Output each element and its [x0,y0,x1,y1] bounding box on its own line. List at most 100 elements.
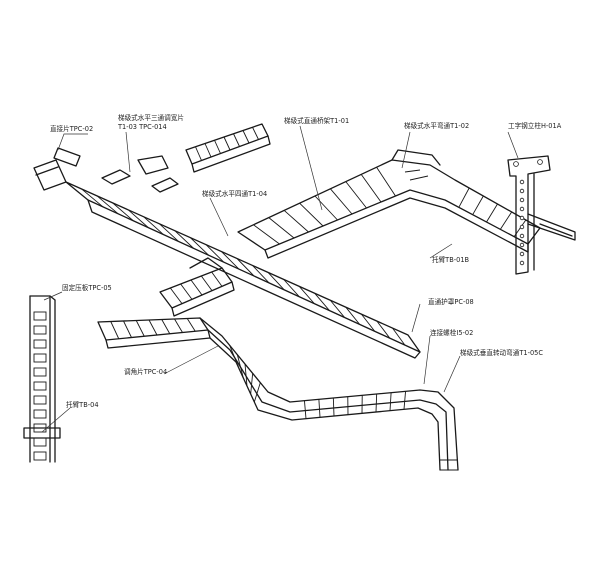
ladder-rung [236,354,244,379]
ladder-rung [250,373,254,395]
label-angle-piece: 调角片TPC-04 [124,367,167,376]
ladder-rung [375,393,378,413]
label-cross: 梯级式水平四通T1-04 [202,189,267,198]
ladder-rung [314,195,338,221]
i-beam-column [507,155,576,275]
label-tee-adjust-2: T1-03 TPC-014 [117,123,167,131]
ladder-rung [135,320,145,337]
labels: 直接片TPC-02 梯级式水平三通调宽片 T1-03 TPC-014 梯级式直通… [50,113,562,409]
ladder-rung [33,409,47,419]
leader-lines [41,125,519,433]
ladder-rung [33,311,47,321]
label-straight-splice: 直接片TPC-02 [50,124,93,133]
ladder-rung [33,381,47,391]
column-hole [519,206,525,212]
column-hole [537,159,543,165]
ladder-rung [499,211,513,230]
column-hole [519,188,525,194]
ladder-rung [332,397,335,417]
ladder-rung [204,143,212,158]
column-hole [519,242,525,248]
ladder-rung [268,217,295,239]
ladder-rung [33,367,47,377]
label-fixed-clamp: 固定压板TPC-05 [62,283,112,292]
ladder-rung [110,321,120,339]
ladder-rung [330,188,353,215]
ladder-rung [33,325,47,335]
column-hole [519,197,525,203]
ladder-rung [211,271,223,287]
left-vertical-ladder [23,295,61,463]
ladder-rung [458,187,470,208]
top-ladder-piece [185,123,271,173]
ladder-rung [472,195,484,215]
ladder-rung [190,279,203,296]
column-hole [519,215,525,221]
ladder-rung [223,136,231,151]
ladder-rung [314,292,330,311]
label-i-column: 工字钢立柱H-01A [508,121,562,130]
column-hole [519,179,525,185]
main-ladder-tray [65,181,421,359]
ladder-rung [221,251,240,270]
label-bracket-4: 托臂TB-04 [66,400,99,409]
column-hole [519,233,525,239]
ladder-rung [233,133,240,147]
ladder-rung [148,319,158,336]
ladder-rung [345,306,360,325]
ladder-rung [158,223,179,242]
ladder-rung [360,174,382,203]
ladder-rung [329,299,345,318]
ladder-rung [180,283,193,300]
label-tee-adjust-1: 梯级式水平三通调宽片 [118,113,184,122]
ladder-rung [267,272,285,291]
ladder-rung [236,258,255,277]
ladder-rung [112,202,134,222]
label-vertical-bend: 梯级式垂直转动弯通T1-05C [460,348,543,357]
ladder-rung [174,318,183,333]
ladder-rung [376,166,396,197]
ladder-rung [283,210,309,233]
ladder-rung [200,275,213,291]
ladder-rung [195,146,202,161]
top-left-pieces [33,147,179,193]
column-hole [513,161,519,167]
ladder-rung [174,230,194,249]
label-connect-bolt: 连接螺栓I5-02 [430,328,473,337]
ladder-rung [123,320,132,338]
ladder-rung [96,195,119,215]
ladder-rung [283,279,300,298]
ladder-rung [345,181,367,209]
ladder-rung [143,216,164,235]
ladder-rung [392,327,406,346]
ladder-rung [33,437,47,447]
label-horizontal-bend: 梯级式水平弯通T1-02 [404,121,469,130]
ladder-rung [389,392,392,411]
ladder-rung [253,224,280,245]
ladder-rung [252,127,259,140]
upper-branch-tray [237,149,541,259]
ladder-rung [127,209,149,228]
ladder-rung [81,188,104,208]
ladder-rung [486,203,498,223]
column-hole [519,251,525,257]
ladder-rung [33,451,47,461]
ladder-rung [299,202,324,227]
label-straight-cover: 直通护罩PC-08 [428,297,474,306]
ladder-rung [33,339,47,349]
ladder-rung [33,353,47,363]
ladder-rung [242,130,250,144]
ladder-rung [161,319,171,334]
label-bracket-b: 托臂TB-01B [432,255,470,264]
label-straight-tray: 梯级式直通桥架T1-01 [284,116,349,125]
ladder-rung [361,313,376,332]
column-hole [519,224,525,230]
ladder-rung [376,320,391,339]
ladder-rung [229,345,241,371]
lower-ladder-tray [97,317,459,471]
ladder-rung [205,244,225,263]
ladder-rung [190,237,210,256]
ladder-rung [403,391,407,410]
